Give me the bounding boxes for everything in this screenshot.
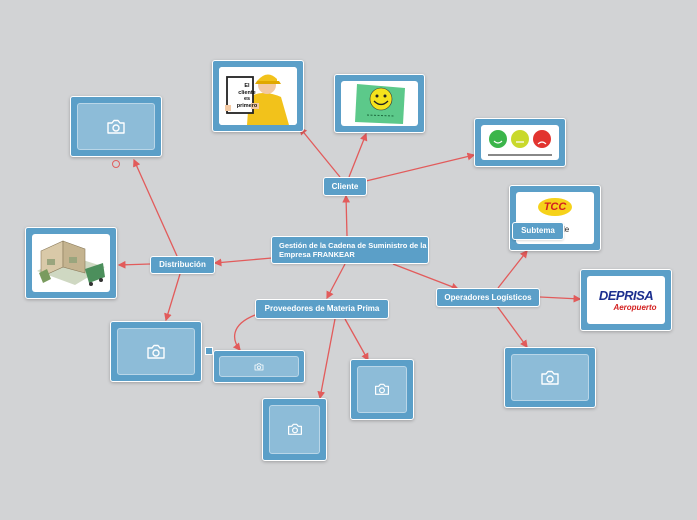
distribucion-topic[interactable]: Distribución [150,256,215,274]
tcc-logo: TCC [538,198,572,216]
camera-icon [287,423,302,435]
operadores-topic-label: Operadores Logísticos [444,292,532,302]
placeholder-inner [219,356,299,377]
image-placeholder-3[interactable] [213,350,305,383]
placeholder-inner [511,354,589,401]
smiley-face-icon [354,83,405,124]
tcc-partial-text: le [563,225,570,234]
deprisa-logo-text: DEPRISA [598,288,654,303]
tcc-image-card[interactable]: TCC le [509,185,601,251]
operadores-topic[interactable]: Operadores Logísticos [436,288,540,307]
smiley-image-card[interactable] [334,74,425,133]
edge-root-cliente [342,194,351,237]
edge-proveedores-placeholder3 [232,314,256,352]
edge-operadores-placeholder6 [496,305,528,349]
proveedores-topic[interactable]: Proveedores de Materia Prima [255,299,389,319]
placeholder-inner [117,328,195,375]
warehouse-image [32,234,110,292]
placeholder-inner [269,405,320,454]
image-placeholder-2[interactable] [110,321,202,382]
warehouse-image-card[interactable] [25,227,117,299]
cliente-sign-text: El cliente es primero [236,83,258,109]
person-holding-sign-icon [219,67,297,125]
edge-root-distribucion [213,257,273,267]
camera-icon [375,383,389,395]
placeholder-inner [357,366,407,413]
subtema-topic-label: Subtema [521,226,555,235]
deprisa-image-card[interactable]: DEPRISA Aeropuerto [580,269,672,331]
image-placeholder-6[interactable] [504,347,596,408]
root-topic[interactable]: Gestión de la Cadena de Suministro de la… [271,236,429,264]
edge-cliente-smiley [348,132,368,178]
proveedores-topic-label: Proveedores de Materia Prima [264,304,380,313]
edge-operadores-deprisa [539,294,582,303]
root-topic-label: Gestión de la Cadena de Suministro de la… [279,241,427,259]
edge-cliente-photo [299,126,341,178]
edge-distribucion-placeholder2 [164,273,181,322]
customer-photo: El cliente es primero [219,67,297,125]
edge-distribucion-placeholder1 [133,158,178,257]
edge-operadores-tcc [497,249,528,289]
distribucion-topic-label: Distribución [159,260,206,269]
camera-icon [541,370,559,385]
edge-cliente-faces [365,152,476,182]
placeholder-inner [77,103,155,150]
deprisa-sub-text: Aeropuerto [613,303,657,312]
edge-distribucion-warehouse [117,260,151,269]
image-placeholder-4[interactable] [350,359,414,420]
collapse-toggle-icon[interactable] [112,160,120,168]
satisfaction-faces-image [481,125,559,160]
edge-root-operadores [392,263,460,291]
tcc-logo-text: TCC [543,201,567,213]
cliente-photo-card[interactable]: El cliente es primero [212,60,304,132]
selection-handle-icon[interactable] [205,347,213,355]
camera-icon [107,119,125,134]
edge-root-proveedores [326,263,346,300]
image-placeholder-1[interactable] [70,96,162,157]
camera-icon [147,344,165,359]
subtema-topic[interactable]: Subtema [512,222,564,240]
deprisa-logo-image: DEPRISA Aeropuerto [587,276,665,324]
edge-proveedores-placeholder5 [344,318,369,362]
smiley-image [341,81,418,126]
warehouse-illustration-icon [37,240,105,286]
cliente-topic-label: Cliente [331,181,359,191]
cliente-topic[interactable]: Cliente [323,177,367,196]
faces-image-card[interactable] [474,118,566,167]
image-placeholder-5[interactable] [262,398,327,461]
edge-proveedores-placeholder4 [317,318,336,400]
camera-icon [254,362,264,370]
satisfaction-faces-icon [488,129,552,156]
